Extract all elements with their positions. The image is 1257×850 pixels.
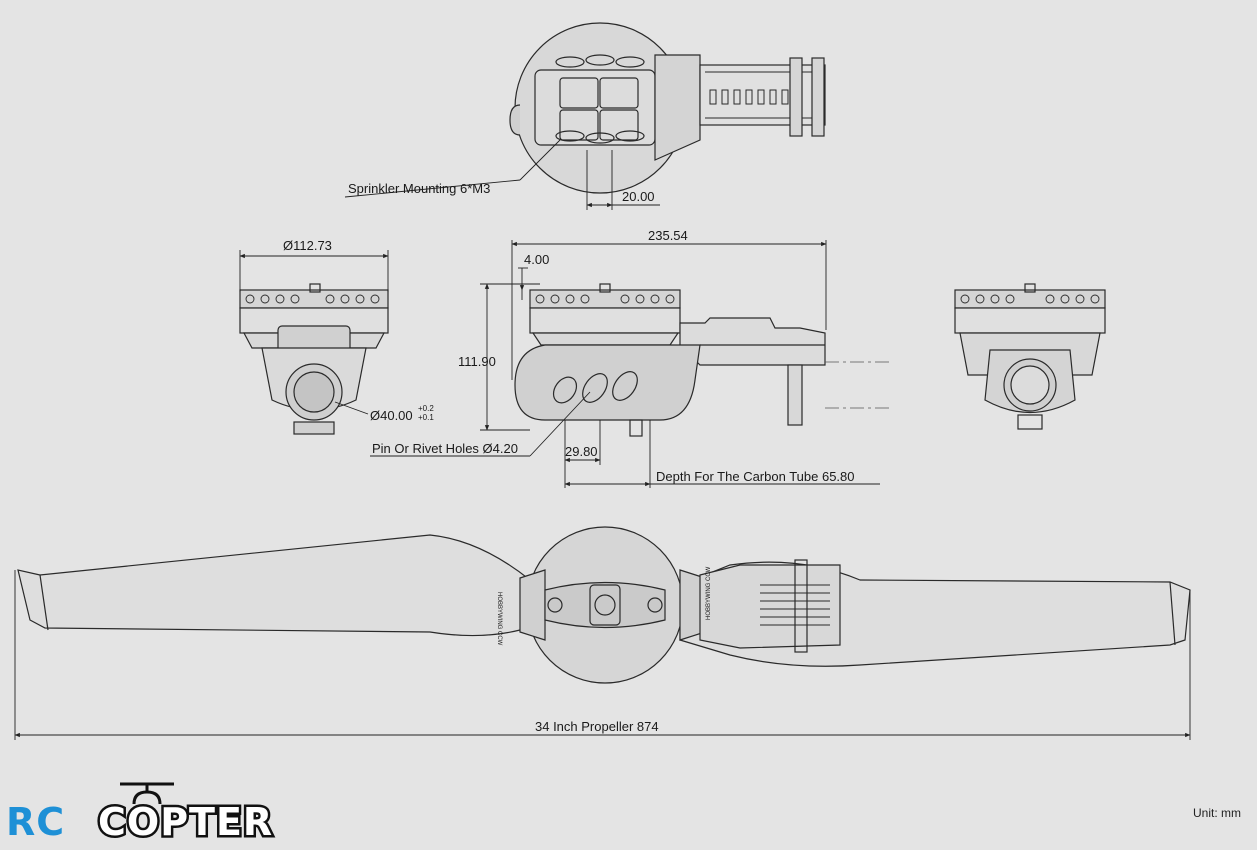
rc-copter-logo: RC COPTER — [6, 778, 316, 845]
propeller-view — [17, 526, 1191, 684]
dim-20-lines — [344, 139, 660, 210]
label-dim-111: 111.90 — [458, 354, 496, 369]
label-depth: Depth For The Carbon Tube 65.80 — [656, 469, 855, 484]
label-pin-holes: Pin Or Rivet Holes Ø4.20 — [372, 441, 518, 456]
label-dim-20: 20.00 — [622, 189, 655, 204]
label-dim-29: 29.80 — [565, 444, 598, 459]
logo-text-copter: COPTER — [95, 800, 274, 845]
top-view — [509, 22, 826, 194]
label-dim-40-tol-upper: +0.2 — [418, 404, 434, 413]
label-dim-40-tol-lower: +0.1 — [418, 413, 434, 422]
logo-text-rc: RC — [6, 800, 66, 844]
prop-text-left: HOBBYWING CCW — [496, 592, 502, 646]
label-dim-40: Ø40.00 — [370, 408, 413, 423]
front-view — [514, 283, 826, 437]
label-dim-112: Ø112.73 — [283, 238, 332, 253]
front-view-centerlines — [825, 361, 890, 409]
helicopter-icon — [120, 782, 174, 805]
label-sprinkler: Sprinkler Mounting 6*M3 — [348, 181, 490, 196]
dim-235-lines — [370, 240, 880, 488]
unit-label: Unit: mm — [1193, 806, 1241, 820]
label-propeller: 34 Inch Propeller 874 — [535, 719, 659, 734]
dim-874-lines — [14, 570, 1191, 740]
label-dim-235: 235.54 — [648, 228, 688, 243]
label-dim-4: 4.00 — [524, 252, 549, 267]
prop-text-right: HOBBYWING CCW — [706, 566, 712, 620]
dim-112-lines — [239, 250, 389, 415]
side-view-left — [239, 283, 389, 435]
side-view-right — [954, 283, 1106, 430]
